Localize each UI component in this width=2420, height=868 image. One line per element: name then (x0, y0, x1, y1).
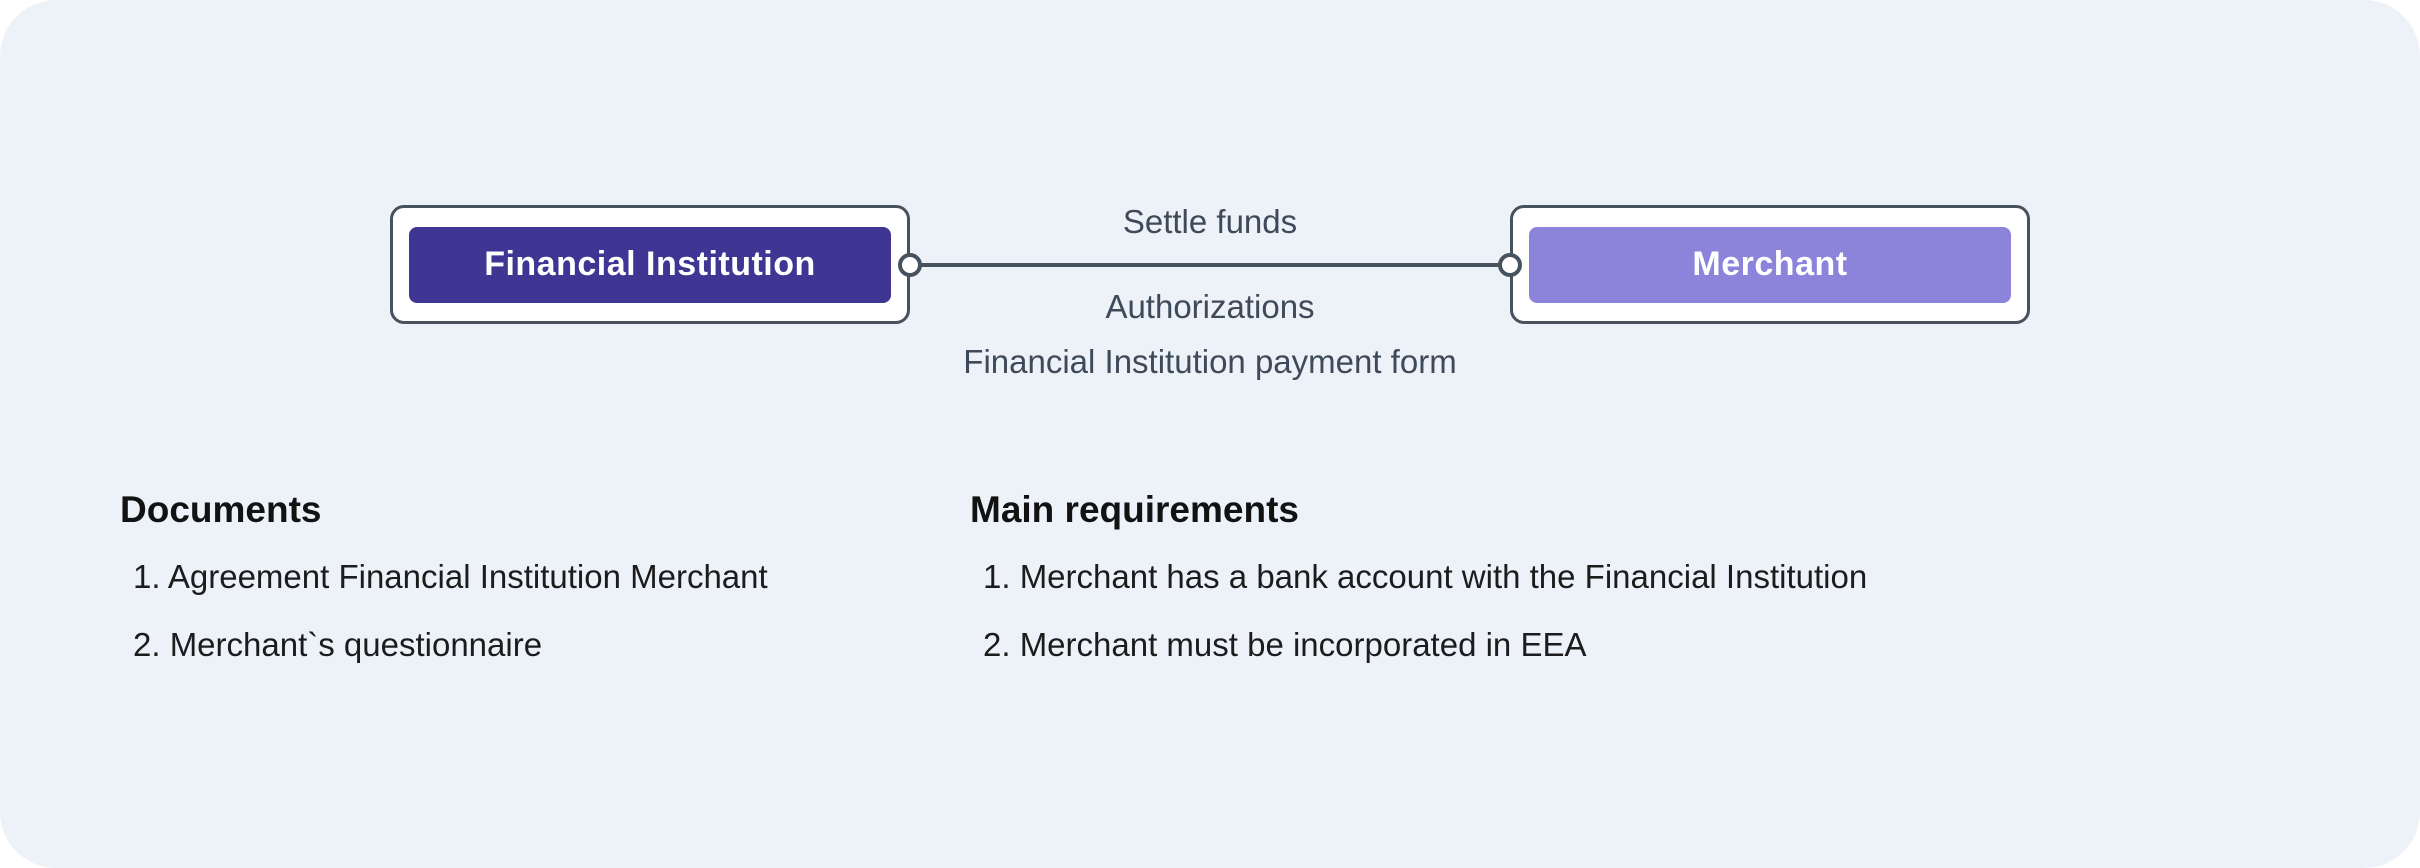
documents-list-item: 2. Merchant`s questionnaire (133, 626, 543, 663)
connector-endpoint-right (1498, 253, 1522, 277)
connector-label-payment-form: Financial Institution payment form (963, 343, 1457, 380)
node-merchant-label: Merchant (1692, 245, 1848, 283)
main-requirements-section-title: Main requirements (970, 489, 1299, 530)
node-financial-institution-label: Financial Institution (484, 245, 816, 283)
connector-label-settle-funds: Settle funds (1122, 203, 1298, 240)
node-merchant-box: Merchant (1529, 226, 2011, 303)
connector-label-authorizations: Authorizations (1105, 288, 1315, 325)
connector-endpoint-left (898, 253, 922, 277)
node-financial-institution-box: Financial Institution (409, 226, 891, 303)
connector-line (910, 263, 1510, 267)
main-requirements-list-item: 2. Merchant must be incorporated in EEA (983, 626, 1587, 663)
documents-list-item: 1. Agreement Financial Institution Merch… (133, 558, 768, 595)
main-requirements-list-item: 1. Merchant has a bank account with the … (983, 558, 1868, 595)
documents-section-title: Documents (120, 489, 322, 530)
node-financial-institution: Financial Institution (390, 205, 910, 324)
node-merchant: Merchant (1510, 205, 2030, 324)
